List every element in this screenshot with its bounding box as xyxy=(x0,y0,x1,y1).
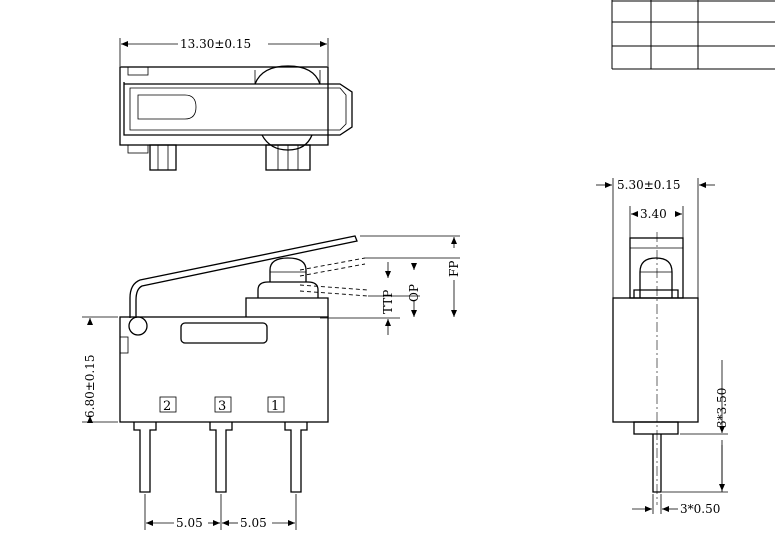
dim-side-width: 5.30±0.15 xyxy=(617,178,681,192)
dim-fp: FP xyxy=(447,261,461,277)
terminal-label-1: 1 xyxy=(271,399,279,414)
top-view: 13.30±0.15 xyxy=(119,37,353,171)
front-view: 2 3 1 6.80±0.15 5.05 5.05 TTP xyxy=(82,235,461,530)
dim-pitch-1: 5.05 xyxy=(176,516,203,530)
dim-pin-length: 3*3.50 xyxy=(715,388,729,428)
terminal-label-3: 3 xyxy=(218,399,226,414)
dim-height: 6.80±0.15 xyxy=(83,355,97,419)
dim-op: OP xyxy=(407,284,421,302)
side-view: 5.30±0.15 3.40 3*3.50 3*0.50 xyxy=(596,178,729,516)
dim-pin-thickness: 3*0.50 xyxy=(680,502,720,516)
terminal-label-2: 2 xyxy=(163,399,171,414)
dim-top-width: 13.30±0.15 xyxy=(180,37,251,51)
dim-pitch-2: 5.05 xyxy=(240,516,267,530)
dim-side-inner: 3.40 xyxy=(640,207,667,221)
spec-table xyxy=(611,0,775,70)
dim-ttp: TTP xyxy=(381,290,395,314)
